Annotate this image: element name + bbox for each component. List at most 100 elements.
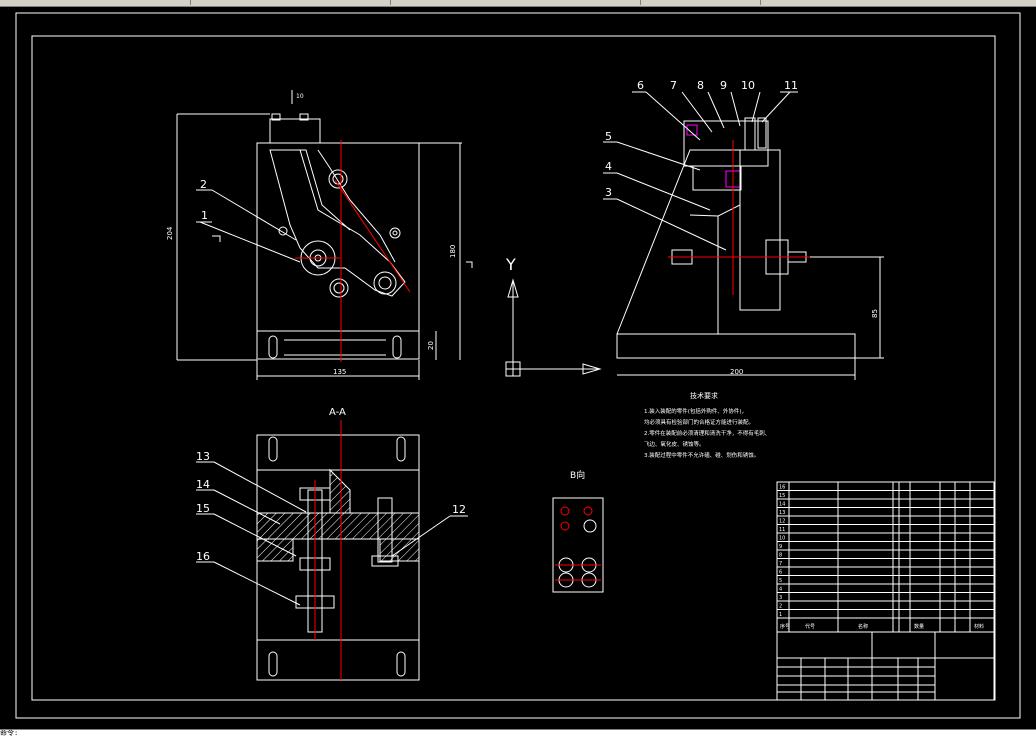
toolbar-segment[interactable] [640,0,761,5]
side-fixture [739,149,781,311]
detail-hole [583,519,597,533]
ucs-x-arrow [582,363,602,375]
command-line[interactable]: 命令: [0,729,1036,737]
section-hatch [256,512,420,540]
leader-6 [645,91,701,141]
leader-10 [751,91,761,123]
section-pin [377,497,393,563]
balloon-16: 16 [196,550,210,563]
balloon-15: 15 [196,502,210,515]
detail-title: B向 [570,469,585,481]
leader-4 [616,172,711,211]
section-slot [396,436,406,462]
balloon-1: 1 [201,209,208,222]
top-block [269,118,321,144]
section-hatch [379,538,420,562]
sheet-inner-frame [31,35,996,701]
detail-hole [560,506,570,516]
side-rib [689,214,719,217]
section-mark-right [466,261,473,268]
notes-line: 飞边、氧化皮、锈蚀等。 [644,440,705,448]
section-slot [268,651,278,677]
detail-hole [560,521,570,531]
side-lever-block [692,165,742,191]
bottom-slot [268,335,278,359]
sheet-outer-frame [15,12,1021,719]
bottom-slot [392,335,402,359]
bom-row-number: 7 [779,561,782,567]
lever-arm [269,149,406,297]
bom-row-number: 2 [779,604,782,610]
bom-row-number: 12 [779,519,785,525]
balloon-7: 7 [670,79,677,92]
section-mark-left [212,235,221,242]
leader-11 [761,91,791,123]
top-bolt [299,113,309,121]
side-top-screw [757,117,767,149]
balloon-4: 4 [605,160,612,173]
bom-header: 序号 [780,623,790,630]
bom-row-number: 16 [779,485,785,491]
leader-9 [730,91,741,127]
section-slot [396,651,406,677]
section-slot [268,436,278,462]
bom-row-number: 14 [779,502,785,508]
dim-text-height: 204 [166,226,174,240]
detail-hole [583,506,593,516]
technical-notes: 技术要求 1.装入装配的零件(包括外购件、外协件)， 均必须具有检验部门的合格证… [644,391,770,459]
bom-header: 数量 [914,623,924,630]
small-hole [278,226,288,236]
section-title: A-A [329,407,346,418]
balloon-10: 10 [741,79,755,92]
notes-line: 2.零件在装配前必须清理和清洗干净，不得有毛刺、 [644,429,770,437]
balloon-6: 6 [637,79,644,92]
leader-7 [681,91,713,133]
balloon-9: 9 [720,79,727,92]
toolbar-segment[interactable] [190,0,391,5]
bom-row-number: 9 [779,544,782,550]
section-pin-head [371,555,399,567]
toolbar-segment[interactable] [390,0,641,5]
clamp-hole [373,271,397,295]
bom-row-number: 4 [779,587,782,593]
detail-plate [552,497,604,593]
dim-text-offset: 20 [427,341,435,350]
leader-12 [391,515,451,557]
bom-row-number: 11 [779,527,785,533]
notes-title: 技术要求 [690,391,718,400]
notes-line: 1.装入装配的零件(包括外购件、外协件)， [644,407,747,415]
lever-inner [283,149,351,231]
section-hatch [256,538,294,562]
pin-hole [328,169,348,189]
ucs-y-arrow [507,278,519,298]
window-toolbar-strip [0,0,1036,7]
balloon-2: 2 [200,178,207,191]
side-top-screw [744,117,756,151]
bom-row-number: 6 [779,570,782,576]
top-bolt [271,113,281,121]
balloon-3: 3 [605,186,612,199]
cad-drawing-canvas[interactable]: 204 180 20 135 10 2 1 [0,7,1036,729]
leader-15 [213,513,297,557]
leader-13 [213,461,307,513]
dim-text-base: 200 [730,368,743,376]
ucs-y-label: Y [505,255,516,274]
balloon-14: 14 [196,478,210,491]
front-plate [256,142,420,360]
notes-line: 3.装配过程中零件不允许磕、碰、划伤和锈蚀。 [644,451,759,459]
leader-5 [616,141,701,171]
leader-line-1 [199,221,301,263]
bom-row-number: 8 [779,553,782,559]
dim-text-top: 10 [296,93,304,100]
side-upright [616,149,741,335]
balloon-5: 5 [605,130,612,143]
balloon-11: 11 [784,79,798,92]
pin-hole [329,278,349,298]
toolbar-segment[interactable] [0,0,191,5]
bom-header: 名称 [858,623,868,630]
leader-8 [707,91,725,129]
dim-text-width: 135 [333,368,346,376]
ucs-icon: Y [505,255,602,377]
bom-header: 代号 [805,623,815,630]
